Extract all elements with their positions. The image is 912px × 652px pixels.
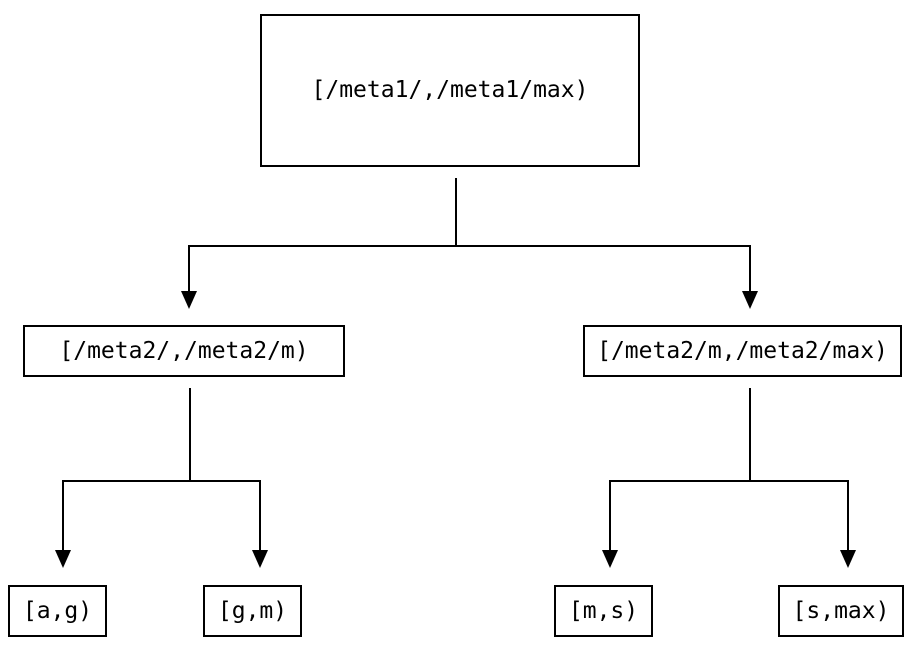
- node-leaf-range-gm-label: [g,m): [217, 597, 288, 624]
- edge-line-root-bracket: [188, 245, 751, 292]
- node-branch-left-range: [/meta2/,/meta2/m): [23, 325, 345, 377]
- node-leaf-range-ag-label: [a,g): [22, 597, 93, 624]
- arrow-down-icon: [742, 291, 758, 309]
- node-leaf-range-smax-label: [s,max): [792, 597, 890, 624]
- node-branch-left-range-label: [/meta2/,/meta2/m): [59, 337, 309, 364]
- node-leaf-range-smax: [s,max): [778, 585, 904, 637]
- edge-root-to-branches: [181, 178, 758, 309]
- node-leaf-range-gm: [g,m): [203, 585, 302, 637]
- arrow-down-icon: [181, 291, 197, 309]
- node-leaf-range-ag: [a,g): [8, 585, 107, 637]
- edge-left-branch-to-leaves: [55, 388, 268, 568]
- arrow-down-icon: [602, 550, 618, 568]
- node-branch-right-range: [/meta2/m,/meta2/max): [583, 325, 902, 377]
- edge-line-left-bracket: [62, 480, 261, 551]
- node-branch-right-range-label: [/meta2/m,/meta2/max): [597, 337, 888, 364]
- node-leaf-range-ms: [m,s): [554, 585, 653, 637]
- arrow-down-icon: [55, 550, 71, 568]
- edge-right-branch-to-leaves: [602, 388, 856, 568]
- arrow-down-icon: [252, 550, 268, 568]
- edge-line-right-bracket: [609, 480, 849, 551]
- node-root-range: [/meta1/,/meta1/max): [260, 14, 640, 167]
- node-leaf-range-ms-label: [m,s): [568, 597, 639, 624]
- node-root-range-label: [/meta1/,/meta1/max): [311, 77, 589, 103]
- arrow-down-icon: [840, 550, 856, 568]
